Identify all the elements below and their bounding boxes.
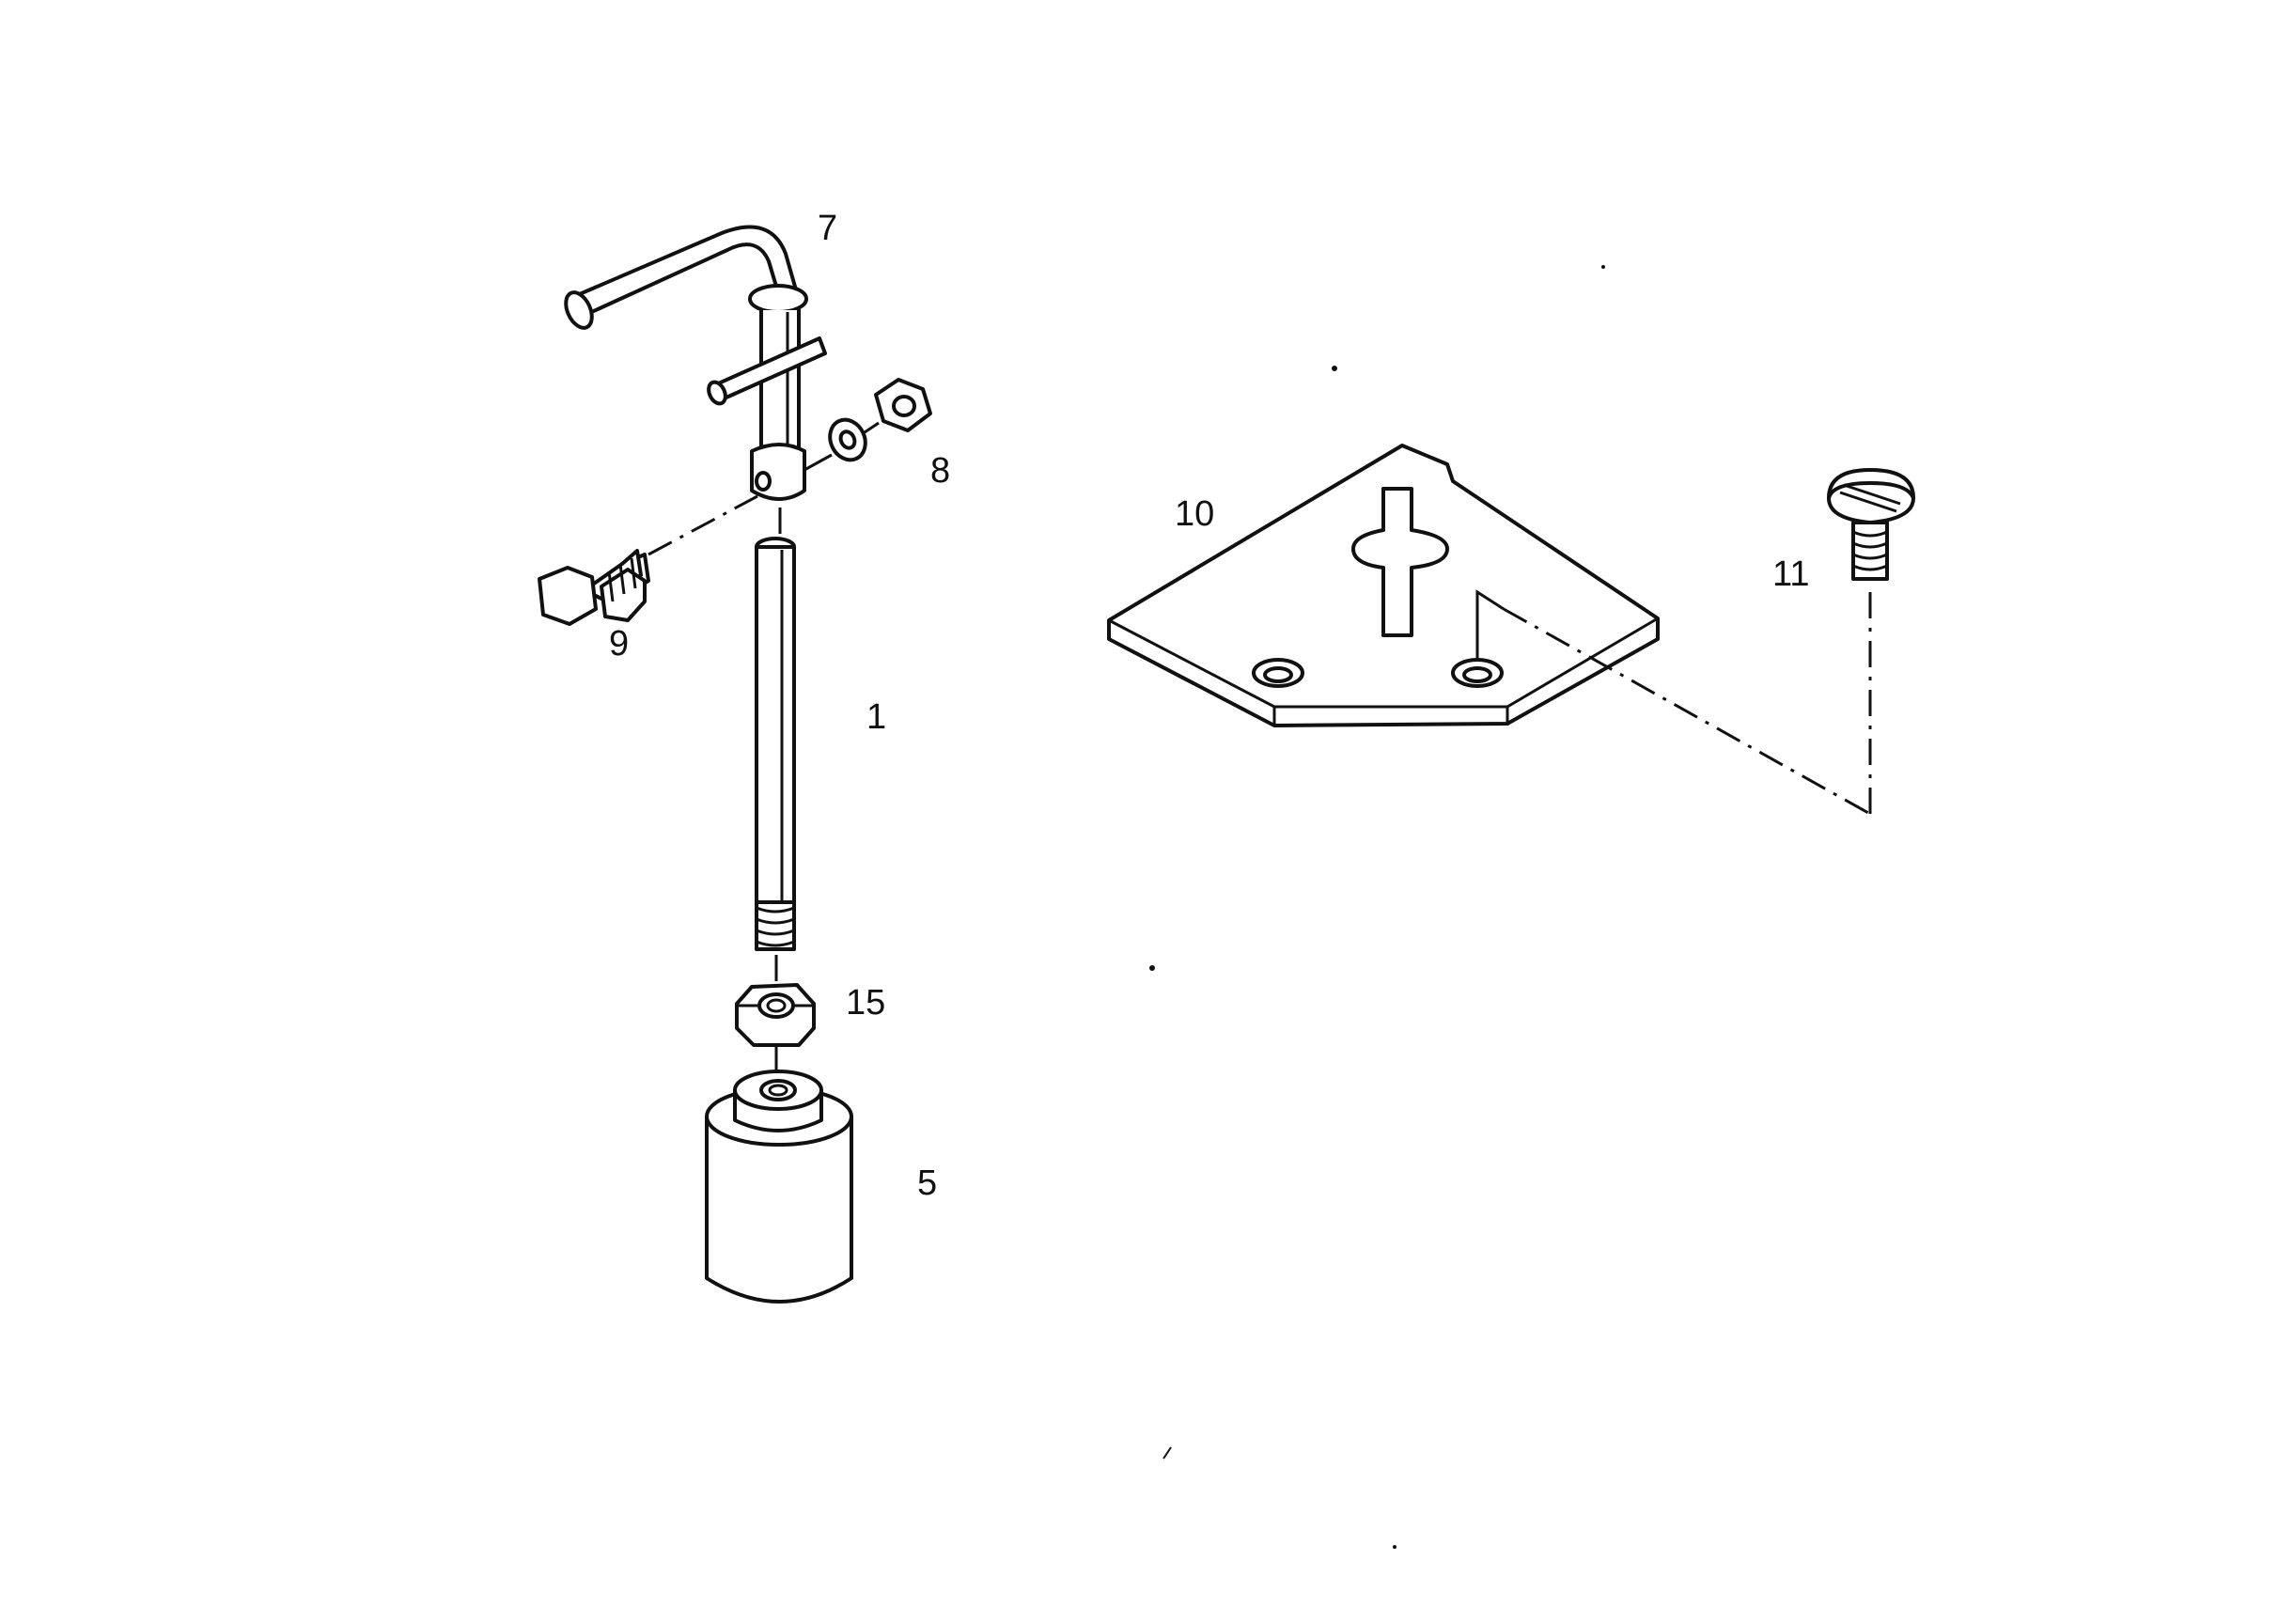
part-7-bent-handle [564, 225, 827, 501]
part-8-washer-and-nut [804, 378, 932, 472]
scan-specks [1149, 265, 1605, 1549]
callout-9: 9 [609, 624, 630, 664]
callout-5: 5 [917, 1163, 938, 1203]
part-5-cylinder-base [705, 1047, 853, 1304]
callout-7: 7 [818, 209, 838, 248]
assembly-guide-line [1503, 607, 1871, 816]
part-11-slotted-screw [1827, 468, 1915, 814]
part-10-mounting-plate [1107, 444, 1660, 727]
callout-1: 1 [866, 697, 887, 737]
part-1-threaded-rod [755, 508, 796, 951]
part-9-hex-bolt [538, 494, 758, 626]
callout-8: 8 [930, 451, 951, 491]
callout-10: 10 [1175, 494, 1215, 534]
part-15-hex-nut [735, 955, 816, 1047]
callout-15: 15 [846, 983, 886, 1023]
callout-11: 11 [1772, 554, 1810, 594]
